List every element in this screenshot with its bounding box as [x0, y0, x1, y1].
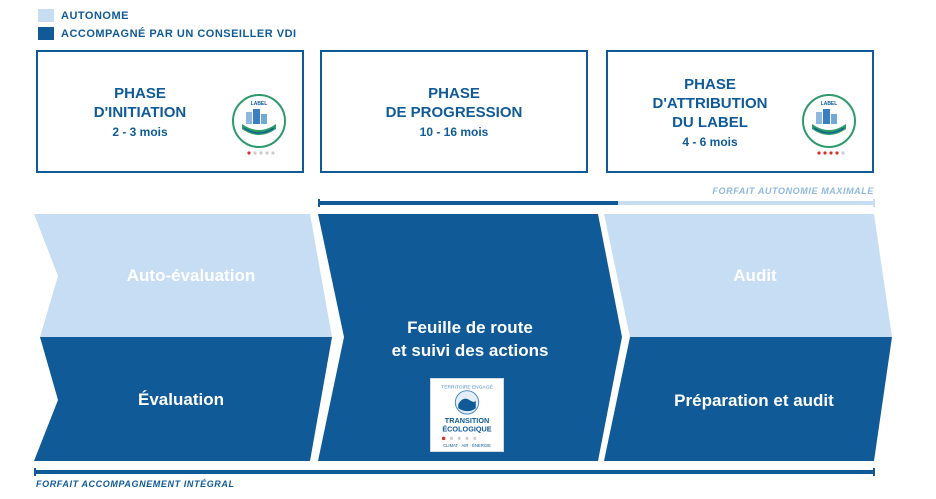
phase-title-line: DU LABEL [672, 113, 748, 131]
star-empty-icon [271, 151, 275, 155]
phase-title-line: D'ATTRIBUTION [652, 94, 768, 112]
star-empty-icon [465, 436, 469, 440]
te-top-text: TERRITOIRE ENGAGÉ [441, 384, 493, 391]
legend-swatch-light [38, 9, 54, 22]
phase-title-line: D'INITIATION [93, 104, 187, 121]
forfait-autonomie-bracket [318, 199, 875, 207]
phase-title-line: DE PROGRESSION [385, 104, 523, 121]
audit-text: Audit [733, 266, 777, 285]
evaluation-chevron [34, 337, 332, 461]
star-filled-icon [835, 151, 839, 155]
phase-attribution-box: PHASE D'ATTRIBUTION DU LABEL 4 - 6 mois … [606, 50, 874, 173]
label-logo-top-text: LABEL [821, 101, 838, 107]
star-empty-icon [841, 151, 845, 155]
auto-evaluation-chevron [34, 214, 332, 337]
label-logo-top-text: LABEL [251, 101, 268, 107]
phase-initiation-text: PHASE D'INITIATION 2 - 3 mois [38, 52, 242, 171]
te-line2-text: ÉCOLOGIQUE [442, 425, 491, 434]
phase-attribution-text: PHASE D'ATTRIBUTION DU LABEL 4 - 6 mois [608, 52, 812, 171]
preparation-text: Préparation et audit [674, 391, 834, 410]
star-filled-icon [817, 151, 821, 155]
feuille-line1-text: Feuille de route [407, 318, 533, 337]
legend-swatch-dark [38, 27, 54, 40]
te-line1-text: TRANSITION [445, 416, 490, 425]
phase-title-line: PHASE [428, 85, 480, 102]
auto-evaluation-text: Auto-évaluation [126, 266, 256, 285]
feuille-line2-text: et suivi des actions [391, 341, 549, 360]
forfait-integral-bracket [34, 468, 875, 476]
feuille-de-route-chevron [318, 214, 622, 461]
phase-title-line: PHASE [684, 75, 736, 93]
label-vdi-logo: LABEL [232, 94, 286, 155]
forfait-autonomie-label: FORFAIT AUTONOMIE MAXIMALE [712, 186, 874, 196]
phase-initiation-box: PHASE D'INITIATION 2 - 3 mois LABEL [36, 50, 304, 173]
legend-autonome: AUTONOME [38, 9, 129, 22]
phase-progression-text: PHASE DE PROGRESSION 10 - 16 mois [322, 52, 586, 171]
audit-chevron [604, 214, 892, 337]
star-filled-icon [823, 151, 827, 155]
forfait-integral-label: FORFAIT ACCOMPAGNEMENT INTÉGRAL [36, 479, 235, 489]
evaluation-text: Évaluation [138, 390, 224, 409]
star-empty-icon [259, 151, 263, 155]
star-empty-icon [253, 151, 257, 155]
star-filled-icon [247, 151, 251, 155]
legend-accompagne-label: ACCOMPAGNÉ PAR UN CONSEILLER VDI [61, 27, 297, 40]
phase-title-line: PHASE [114, 85, 166, 102]
phase-duration: 2 - 3 mois [112, 125, 168, 139]
star-empty-icon [265, 151, 269, 155]
territoire-engage-logo: TERRITOIRE ENGAGÉ TRANSITION ÉCOLOGIQUE … [430, 378, 504, 452]
star-filled-icon [829, 151, 833, 155]
star-empty-icon [473, 436, 477, 440]
phase-duration: 4 - 6 mois [682, 134, 738, 149]
phase-duration: 10 - 16 mois [419, 125, 489, 139]
phase-progression-box: PHASE DE PROGRESSION 10 - 16 mois [320, 50, 588, 173]
star-empty-icon [457, 436, 461, 440]
legend-accompagne: ACCOMPAGNÉ PAR UN CONSEILLER VDI [38, 27, 297, 40]
star-empty-icon [449, 436, 453, 440]
star-filled-icon [441, 436, 446, 441]
label-vdi-logo: LABEL [802, 94, 856, 155]
te-bottom-text: CLIMAT · AIR · ÉNERGIE [443, 443, 491, 448]
preparation-audit-chevron [604, 337, 892, 461]
legend-autonome-label: AUTONOME [61, 9, 129, 22]
